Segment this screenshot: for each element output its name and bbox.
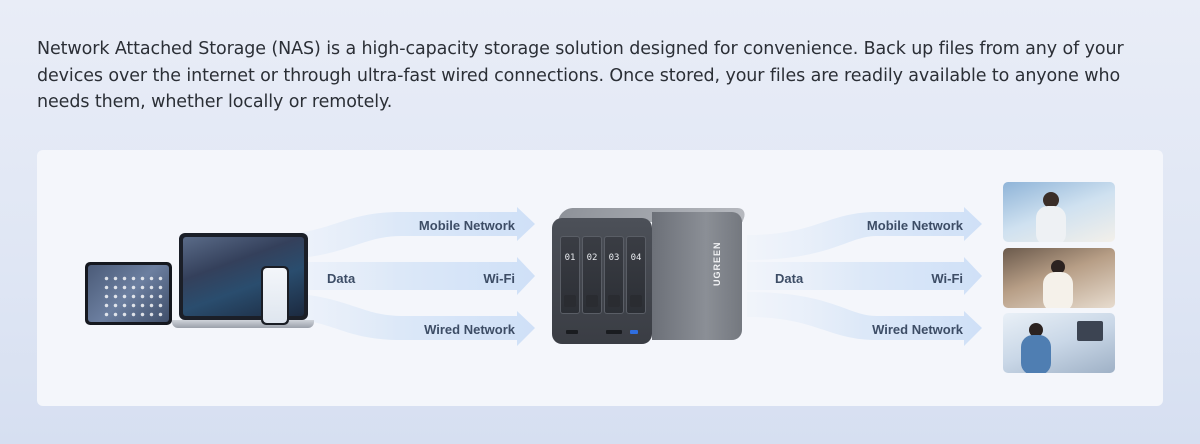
arrow-left-wired xyxy=(262,292,535,346)
bay-label: 02 xyxy=(586,253,598,263)
arrow-left-mobile xyxy=(262,207,535,260)
right-arrow-label-wifi: Wi-Fi xyxy=(931,271,963,286)
photo-wired-user xyxy=(1003,313,1115,373)
phone-image xyxy=(261,266,289,325)
left-arrow-label-wifi: Wi-Fi xyxy=(483,271,515,286)
photo-mobile-user xyxy=(1003,182,1115,242)
bay-label: 03 xyxy=(608,253,620,263)
arrow-right-wired xyxy=(747,292,982,346)
arrow-left-wifi xyxy=(262,257,535,295)
left-arrow-label-wired: Wired Network xyxy=(424,322,515,337)
bay-label: 04 xyxy=(630,253,642,263)
nas-brand-logo: UGREEN xyxy=(712,241,722,286)
photo-wifi-user xyxy=(1003,248,1115,308)
right-data-label: Data xyxy=(775,271,804,286)
arrow-right-wifi xyxy=(747,257,982,295)
right-arrow-label-wired: Wired Network xyxy=(872,322,963,337)
bay-label: 01 xyxy=(564,253,576,263)
flow-arrows xyxy=(262,207,982,346)
left-data-label: Data xyxy=(327,271,356,286)
right-arrow-label-mobile: Mobile Network xyxy=(866,218,963,233)
nas-device-image: 01 02 03 04 UGREEN xyxy=(552,208,748,346)
intro-paragraph: Network Attached Storage (NAS) is a high… xyxy=(37,39,1124,112)
arrow-right-mobile xyxy=(747,207,982,260)
tablet-image xyxy=(85,262,172,325)
left-arrow-label-mobile: Mobile Network xyxy=(418,218,515,233)
diagram-panel: Data Mobile Network Wi-Fi Wired Network … xyxy=(37,150,1163,406)
